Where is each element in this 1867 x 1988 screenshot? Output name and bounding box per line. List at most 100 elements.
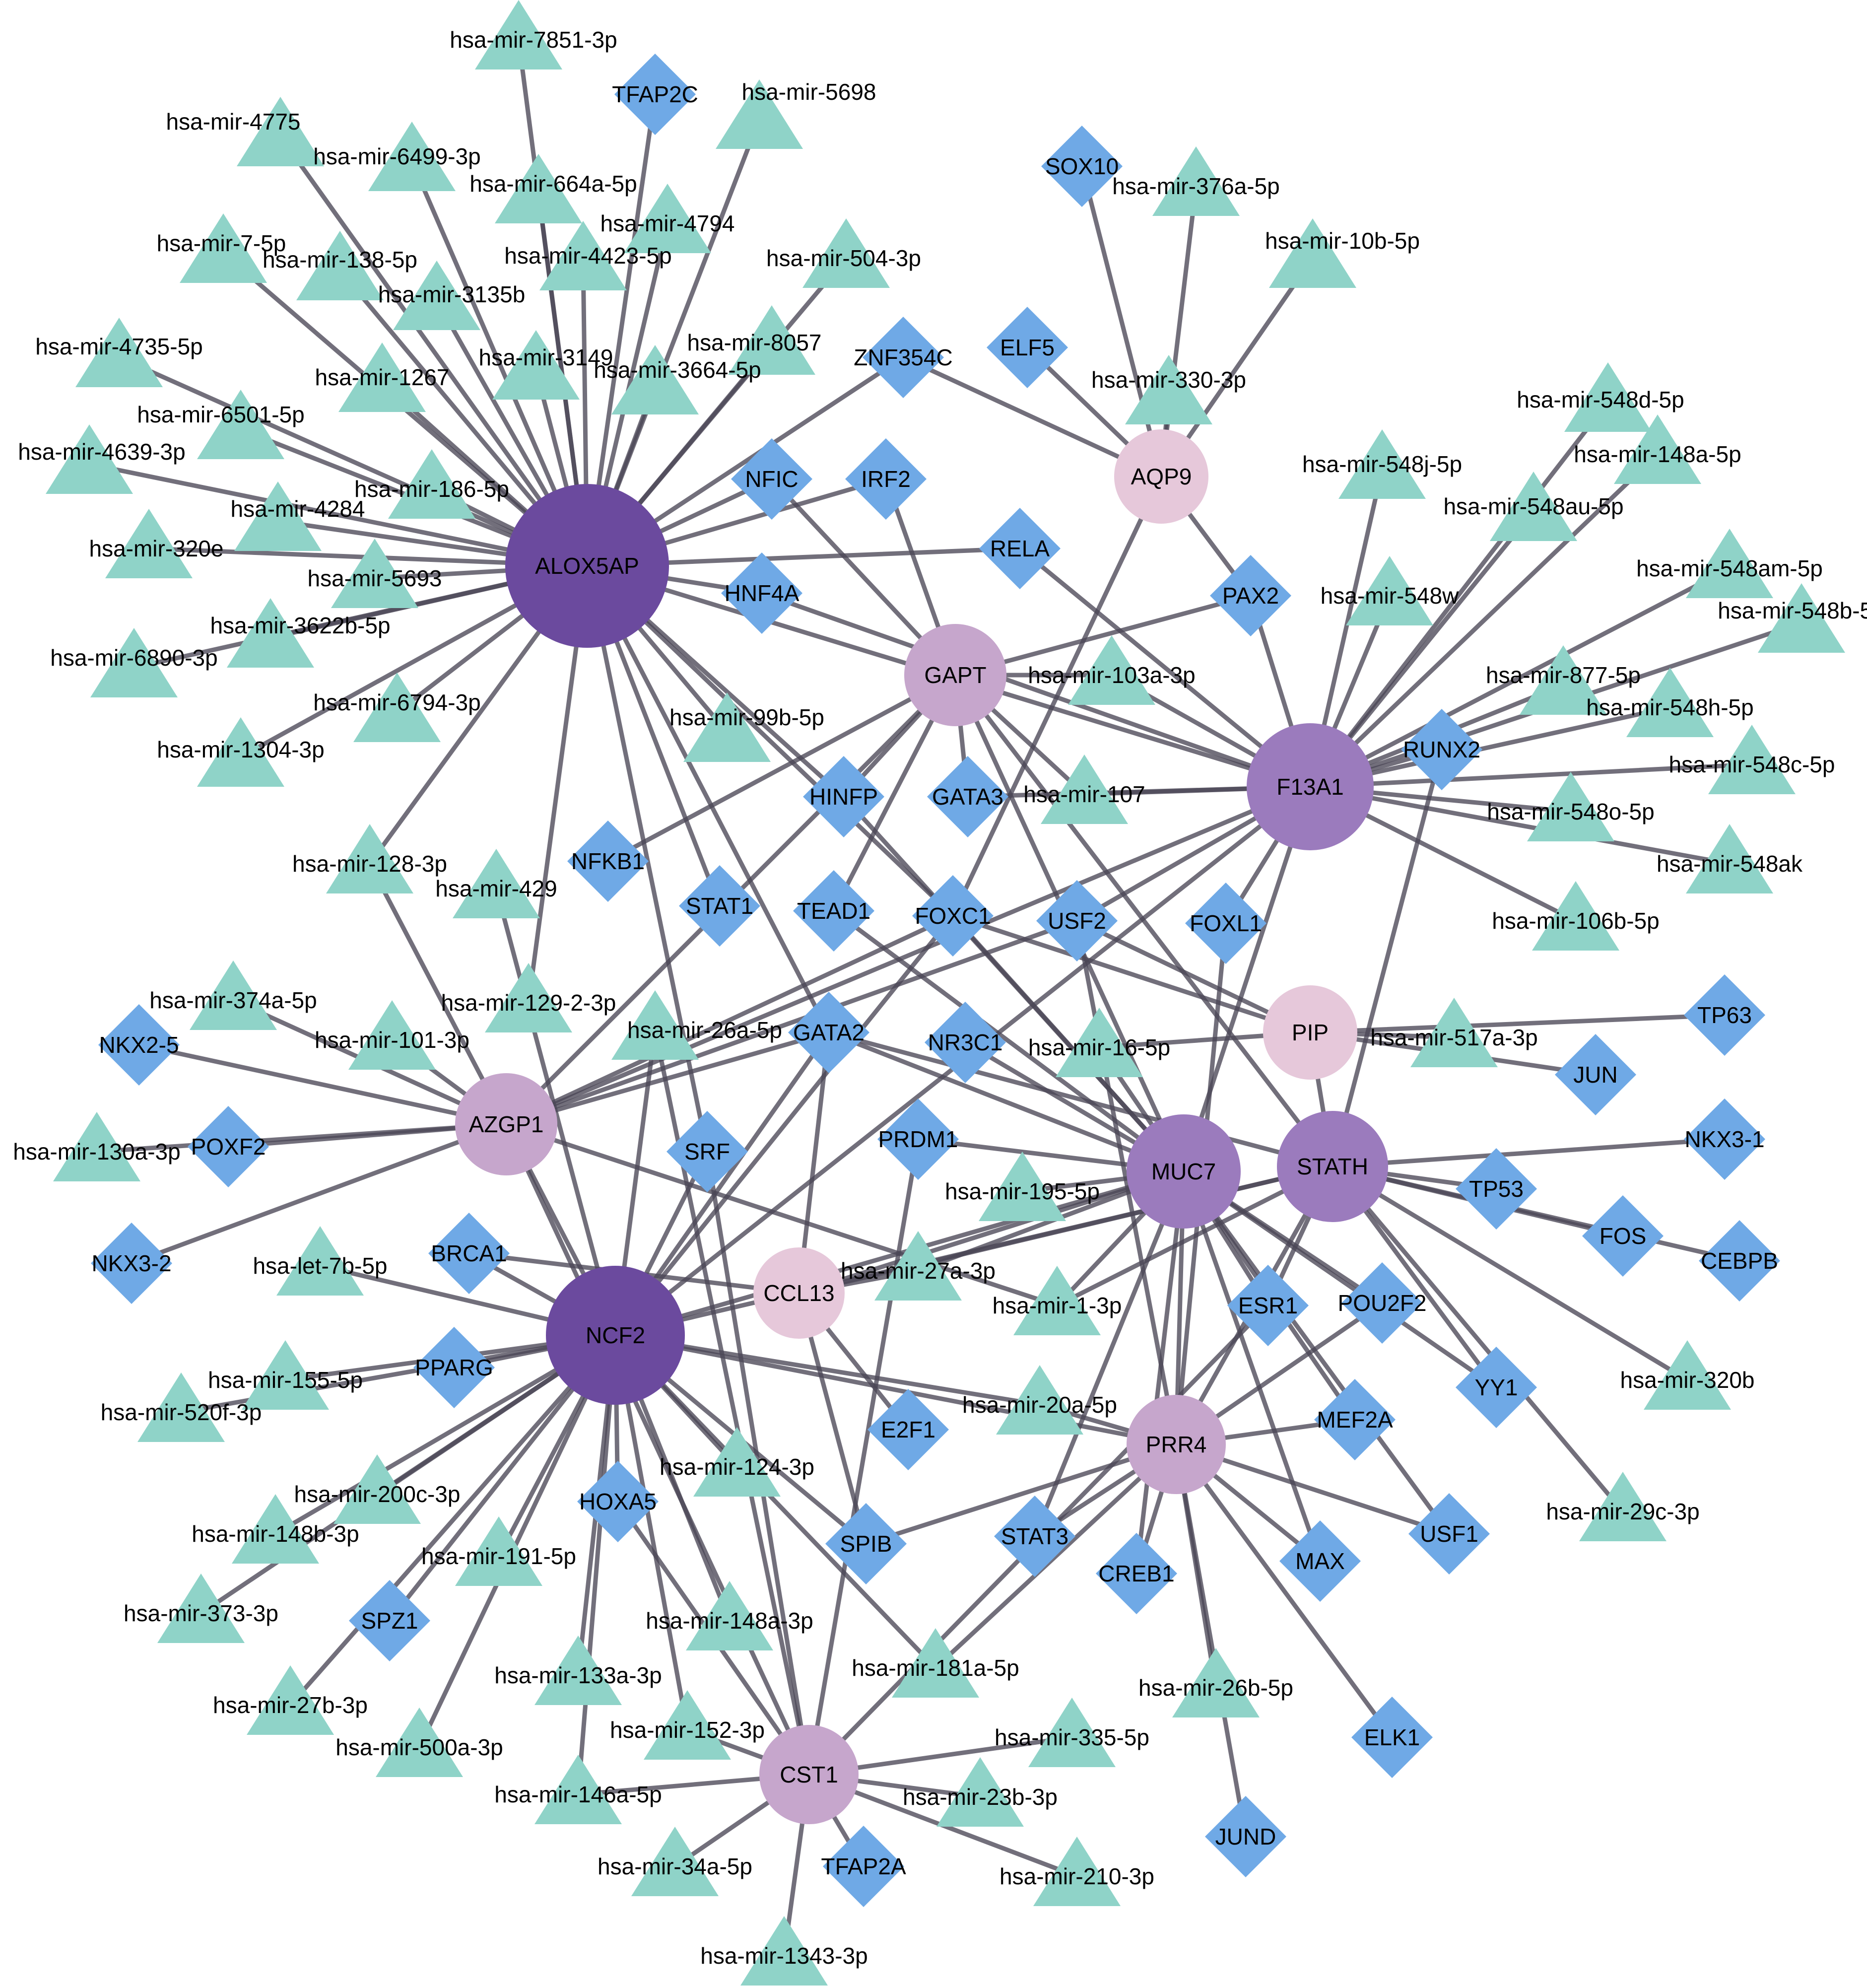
hub-node-muc7[interactable]: MUC7	[1127, 1114, 1241, 1229]
mirna-node-hsa-mir-548au-5p[interactable]: hsa-mir-548au-5p	[1443, 472, 1624, 541]
tf-node-poxf2[interactable]: POXF2	[188, 1106, 269, 1187]
tf-node-stat3[interactable]: STAT3	[994, 1496, 1075, 1577]
mirna-node-hsa-mir-320b[interactable]: hsa-mir-320b	[1620, 1340, 1755, 1410]
tf-node-elf5[interactable]: ELF5	[987, 307, 1068, 388]
mirna-node-hsa-mir-664a-5p[interactable]: hsa-mir-664a-5p	[469, 154, 637, 223]
mirna-node-hsa-mir-4794[interactable]: hsa-mir-4794	[600, 184, 735, 253]
mirna-node-hsa-mir-4735-5p[interactable]: hsa-mir-4735-5p	[35, 318, 203, 387]
tf-node-yy1[interactable]: YY1	[1456, 1347, 1537, 1428]
mirna-node-hsa-mir-16-5p[interactable]: hsa-mir-16-5p	[1028, 1008, 1170, 1077]
mirna-node-hsa-mir-10b-5p[interactable]: hsa-mir-10b-5p	[1265, 218, 1420, 288]
mirna-node-hsa-mir-4284[interactable]: hsa-mir-4284	[231, 481, 365, 551]
tf-node-nkx2-5[interactable]: NKX2-5	[98, 1004, 180, 1086]
mirna-node-hsa-mir-548am-5p[interactable]: hsa-mir-548am-5p	[1636, 529, 1823, 598]
mirna-node-hsa-mir-6499-3p[interactable]: hsa-mir-6499-3p	[313, 122, 481, 191]
hub-node-pip[interactable]: PIP	[1263, 985, 1357, 1080]
tf-node-nkx3-1[interactable]: NKX3-1	[1684, 1098, 1765, 1180]
mirna-node-hsa-mir-191-5p[interactable]: hsa-mir-191-5p	[421, 1516, 576, 1586]
tf-node-foxl1[interactable]: FOXL1	[1185, 883, 1267, 964]
mirna-node-hsa-mir-548o-5p[interactable]: hsa-mir-548o-5p	[1487, 772, 1655, 841]
mirna-node-hsa-mir-130a-3p[interactable]: hsa-mir-130a-3p	[13, 1112, 181, 1181]
mirna-node-hsa-mir-148a-3p[interactable]: hsa-mir-148a-3p	[646, 1581, 813, 1650]
mirna-node-hsa-mir-210-3p[interactable]: hsa-mir-210-3p	[1000, 1837, 1154, 1906]
tf-node-mef2a[interactable]: MEF2A	[1314, 1379, 1396, 1460]
mirna-node-hsa-mir-504-3p[interactable]: hsa-mir-504-3p	[766, 218, 921, 288]
mirna-node-hsa-mir-195-5p[interactable]: hsa-mir-195-5p	[945, 1152, 1100, 1221]
hub-node-ccl13[interactable]: CCL13	[753, 1247, 845, 1339]
tf-node-spz1[interactable]: SPZ1	[349, 1580, 430, 1661]
mirna-node-hsa-let-7b-5p[interactable]: hsa-let-7b-5p	[253, 1226, 388, 1296]
tf-node-pparg[interactable]: PPARG	[413, 1327, 495, 1408]
tf-node-srf[interactable]: SRF	[667, 1111, 748, 1192]
mirna-node-hsa-mir-335-5p[interactable]: hsa-mir-335-5p	[995, 1698, 1149, 1767]
mirna-node-hsa-mir-520f-3p[interactable]: hsa-mir-520f-3p	[101, 1372, 262, 1442]
tf-node-irf2[interactable]: IRF2	[845, 438, 927, 520]
mirna-node-hsa-mir-99b-5p[interactable]: hsa-mir-99b-5p	[669, 692, 824, 762]
hub-node-cst1[interactable]: CST1	[759, 1725, 859, 1824]
mirna-node-hsa-mir-181a-5p[interactable]: hsa-mir-181a-5p	[852, 1628, 1019, 1698]
mirna-node-hsa-mir-4775[interactable]: hsa-mir-4775	[166, 97, 325, 166]
mirna-node-hsa-mir-374a-5p[interactable]: hsa-mir-374a-5p	[149, 960, 317, 1030]
tf-node-e2f1[interactable]: E2F1	[867, 1389, 949, 1470]
mirna-node-hsa-mir-34a-5p[interactable]: hsa-mir-34a-5p	[598, 1827, 752, 1896]
mirna-node-hsa-mir-26b-5p[interactable]: hsa-mir-26b-5p	[1138, 1648, 1293, 1717]
mirna-node-hsa-mir-146a-5p[interactable]: hsa-mir-146a-5p	[494, 1755, 662, 1824]
tf-node-esr1[interactable]: ESR1	[1227, 1265, 1309, 1346]
mirna-node-hsa-mir-1304-3p[interactable]: hsa-mir-1304-3p	[157, 717, 325, 787]
mirna-node-hsa-mir-6890-3p[interactable]: hsa-mir-6890-3p	[50, 628, 218, 697]
mirna-node-hsa-mir-133a-3p[interactable]: hsa-mir-133a-3p	[494, 1636, 662, 1705]
tf-node-tp53[interactable]: TP53	[1456, 1148, 1537, 1230]
mirna-node-hsa-mir-500a-3p[interactable]: hsa-mir-500a-3p	[335, 1708, 503, 1777]
tf-node-tp63[interactable]: TP63	[1684, 974, 1765, 1056]
mirna-node-hsa-mir-20a-5p[interactable]: hsa-mir-20a-5p	[962, 1365, 1117, 1435]
mirna-node-hsa-mir-27b-3p[interactable]: hsa-mir-27b-3p	[213, 1665, 368, 1735]
tf-node-znf354c[interactable]: ZNF354C	[854, 317, 953, 398]
tf-node-hinfp[interactable]: HINFP	[803, 756, 884, 837]
tf-node-nr3c1[interactable]: NR3C1	[925, 1002, 1006, 1083]
mirna-node-hsa-mir-107[interactable]: hsa-mir-107	[1023, 754, 1145, 824]
mirna-node-hsa-mir-3135b[interactable]: hsa-mir-3135b	[378, 261, 526, 330]
hub-node-aqp9[interactable]: AQP9	[1114, 429, 1208, 524]
mirna-node-hsa-mir-152-3p[interactable]: hsa-mir-152-3p	[610, 1690, 765, 1760]
mirna-node-hsa-mir-517a-3p[interactable]: hsa-mir-517a-3p	[1370, 998, 1538, 1067]
mirna-node-hsa-mir-27a-3p[interactable]: hsa-mir-27a-3p	[841, 1231, 996, 1301]
tf-node-creb1[interactable]: CREB1	[1096, 1533, 1177, 1614]
mirna-node-hsa-mir-1267[interactable]: hsa-mir-1267	[315, 343, 450, 412]
tf-node-foxc1[interactable]: FOXC1	[912, 875, 994, 957]
mirna-node-hsa-mir-548w[interactable]: hsa-mir-548w	[1321, 556, 1459, 625]
mirna-node-hsa-mir-124-3p[interactable]: hsa-mir-124-3p	[660, 1427, 814, 1497]
mirna-node-hsa-mir-129-2-3p[interactable]: hsa-mir-129-2-3p	[441, 963, 616, 1032]
hub-node-f13a1[interactable]: F13A1	[1247, 723, 1374, 850]
mirna-node-hsa-mir-186-5p[interactable]: hsa-mir-186-5p	[354, 449, 509, 519]
tf-node-elk1[interactable]: ELK1	[1351, 1697, 1433, 1778]
tf-node-stat1[interactable]: STAT1	[679, 865, 760, 947]
tf-node-usf2[interactable]: USF2	[1036, 880, 1118, 961]
mirna-node-hsa-mir-548j-5p[interactable]: hsa-mir-548j-5p	[1302, 429, 1462, 499]
mirna-node-hsa-mir-1343-3p[interactable]: hsa-mir-1343-3p	[700, 1916, 868, 1986]
hub-node-alox5ap[interactable]: ALOX5AP	[505, 484, 669, 648]
mirna-node-hsa-mir-429[interactable]: hsa-mir-429	[435, 849, 557, 918]
mirna-node-hsa-mir-4423-5p[interactable]: hsa-mir-4423-5p	[504, 221, 672, 290]
mirna-node-hsa-mir-3664-5p[interactable]: hsa-mir-3664-5p	[594, 345, 761, 414]
mirna-node-hsa-mir-877-5p[interactable]: hsa-mir-877-5p	[1486, 645, 1641, 715]
mirna-node-hsa-mir-3149[interactable]: hsa-mir-3149	[479, 330, 613, 400]
mirna-node-hsa-mir-8057[interactable]: hsa-mir-8057	[687, 305, 822, 375]
tf-node-pou2f2[interactable]: POU2F2	[1338, 1262, 1427, 1344]
tf-node-nkx3-2[interactable]: NKX3-2	[91, 1223, 172, 1304]
mirna-node-hsa-mir-376a-5p[interactable]: hsa-mir-376a-5p	[1112, 146, 1280, 216]
mirna-node-hsa-mir-373-3p[interactable]: hsa-mir-373-3p	[124, 1574, 278, 1643]
tf-node-tead1[interactable]: TEAD1	[793, 870, 874, 952]
mirna-node-hsa-mir-548ak[interactable]: hsa-mir-548ak	[1657, 824, 1803, 893]
mirna-node-hsa-mir-103a-3p[interactable]: hsa-mir-103a-3p	[1028, 635, 1196, 705]
tf-node-hoxa5[interactable]: HOXA5	[577, 1461, 659, 1542]
tf-node-spib[interactable]: SPIB	[825, 1503, 907, 1584]
mirna-node-hsa-mir-6794-3p[interactable]: hsa-mir-6794-3p	[313, 673, 481, 742]
tf-node-runx2[interactable]: RUNX2	[1401, 709, 1482, 790]
tf-node-nfic[interactable]: NFIC	[731, 438, 812, 520]
mirna-node-hsa-mir-548c-5p[interactable]: hsa-mir-548c-5p	[1669, 725, 1835, 794]
mirna-node-hsa-mir-200c-3p[interactable]: hsa-mir-200c-3p	[294, 1454, 461, 1524]
hub-node-stath[interactable]: STATH	[1277, 1111, 1388, 1222]
mirna-node-hsa-mir-7851-3p[interactable]: hsa-mir-7851-3p	[450, 0, 617, 69]
mirna-node-hsa-mir-548d-5p[interactable]: hsa-mir-548d-5p	[1517, 362, 1684, 432]
hub-node-prr4[interactable]: PRR4	[1127, 1395, 1226, 1494]
